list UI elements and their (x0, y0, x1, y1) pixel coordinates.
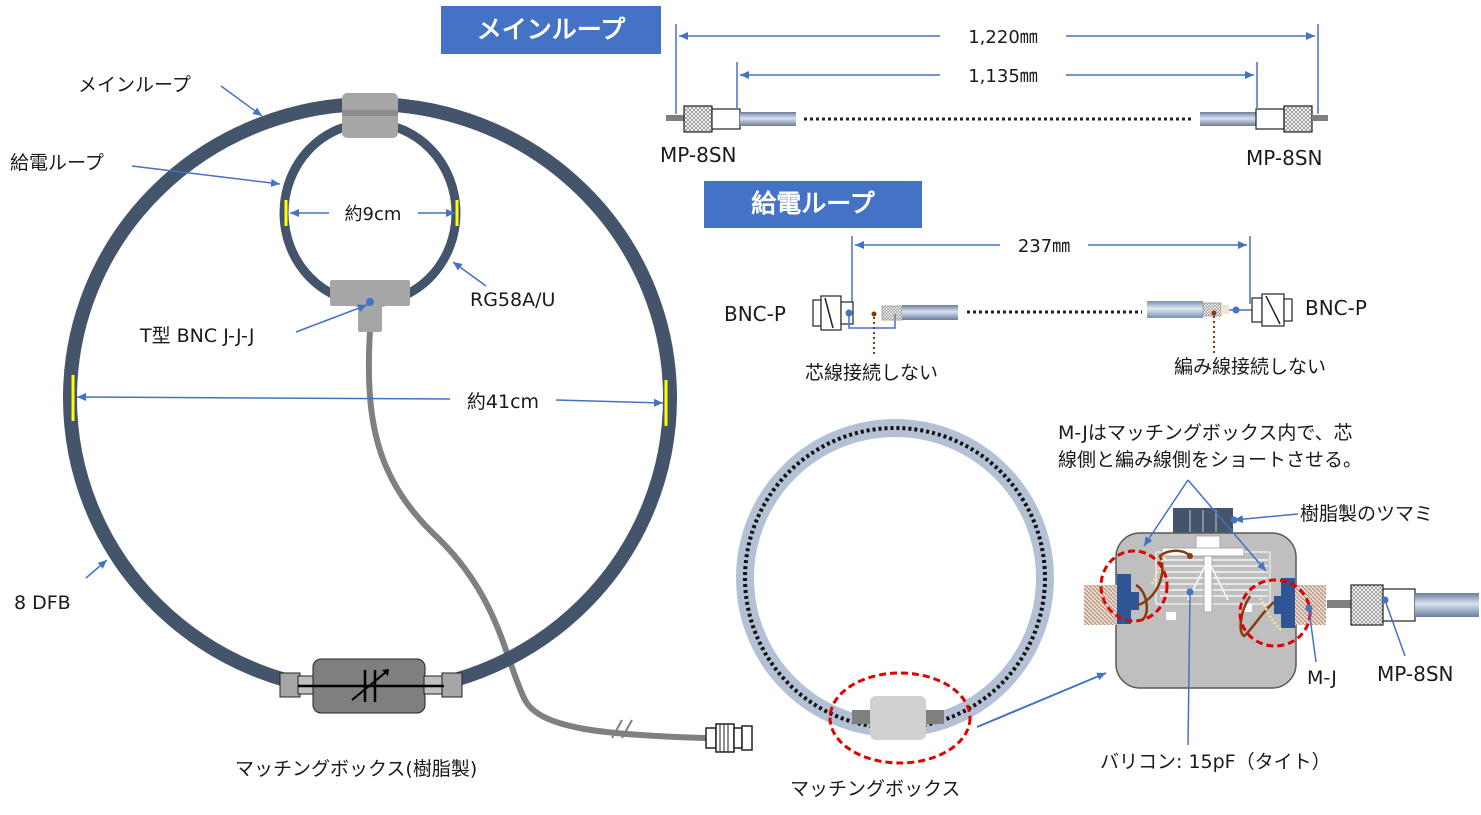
small-loop-group: マッチングボックス (736, 419, 1107, 800)
label-mj: M-J (1307, 667, 1337, 689)
label-main-diameter: 約41cm (467, 391, 539, 413)
tee-connector-icon (330, 280, 410, 332)
main-loop-cable-section: メインループ 1,220㎜ 1,135㎜ MP-8SN MP-8SN (441, 6, 1328, 170)
matching-box-detail: M-Jはマッチングボックス内で、芯 線側と編み線側をショートさせる。 樹脂製のツ… (1058, 422, 1479, 773)
label-matching-box-resin: マッチングボックス(樹脂製) (235, 758, 477, 780)
mp8sn-right-icon (1200, 105, 1328, 133)
label-matching-box: マッチングボックス (790, 778, 960, 800)
label-varicon: バリコン: 15pF（タイト） (1100, 751, 1331, 773)
title-feed-loop-text: 給電ループ (751, 189, 876, 218)
label-main-loop: メインループ (78, 74, 191, 96)
title-feed-loop (704, 181, 922, 228)
small-matching-box (870, 696, 926, 740)
highlight-matching-box (828, 671, 972, 765)
bnc-p-left-icon (812, 295, 958, 331)
title-main-loop (441, 6, 661, 54)
highlight-mj-left (1099, 549, 1169, 623)
bnc-p-right-icon (1147, 293, 1293, 327)
mj-left-connector (1117, 574, 1131, 624)
coax-cable (365, 329, 707, 741)
main-length-inner: 1,135㎜ (968, 66, 1038, 87)
mp8sn-left-icon (666, 105, 796, 133)
label-feed-loop: 給電ループ (10, 152, 104, 174)
note-braid-not-connected: 編み線接続しない (1174, 356, 1326, 378)
mp8sn-plug-icon (1327, 584, 1479, 626)
title-main-loop-text: メインループ (477, 15, 627, 44)
feed-length: 237㎜ (1018, 236, 1070, 257)
feed-loop-cable-section: 給電ループ 237㎜ (704, 181, 1367, 384)
main-length-outer: 1,220㎜ (968, 27, 1038, 48)
bnc-connector-icon (705, 723, 753, 753)
label-rg58: RG58A/U (470, 289, 555, 311)
note-mj-line2: 線側と編み線側をショートさせる。 (1058, 449, 1362, 471)
label-resin-knob: 樹脂製のツマミ (1300, 503, 1433, 525)
label-feed-diameter: 約9cm (345, 204, 402, 225)
note-mj-line1: M-Jはマッチングボックス内で、芯 (1058, 422, 1353, 444)
mj-right-connector (1281, 578, 1295, 628)
main-connector-left: MP-8SN (660, 143, 736, 167)
label-tee: T型 BNC J-J-J (139, 325, 254, 347)
note-core-not-connected: 芯線接続しない (805, 362, 938, 384)
matching-box-icon (279, 658, 463, 714)
cable-break-icon (611, 719, 633, 739)
label-8dfb: 8 DFB (14, 592, 71, 614)
feed-connector-left: BNC-P (724, 302, 786, 326)
main-connector-right: MP-8SN (1246, 146, 1322, 170)
left-antenna-group: メインループ 給電ループ 約9cm RG58A/U T型 BNC J-J-J 約… (10, 74, 753, 780)
feed-connector-right: BNC-P (1305, 296, 1367, 320)
label-mp8sn: MP-8SN (1377, 662, 1453, 686)
